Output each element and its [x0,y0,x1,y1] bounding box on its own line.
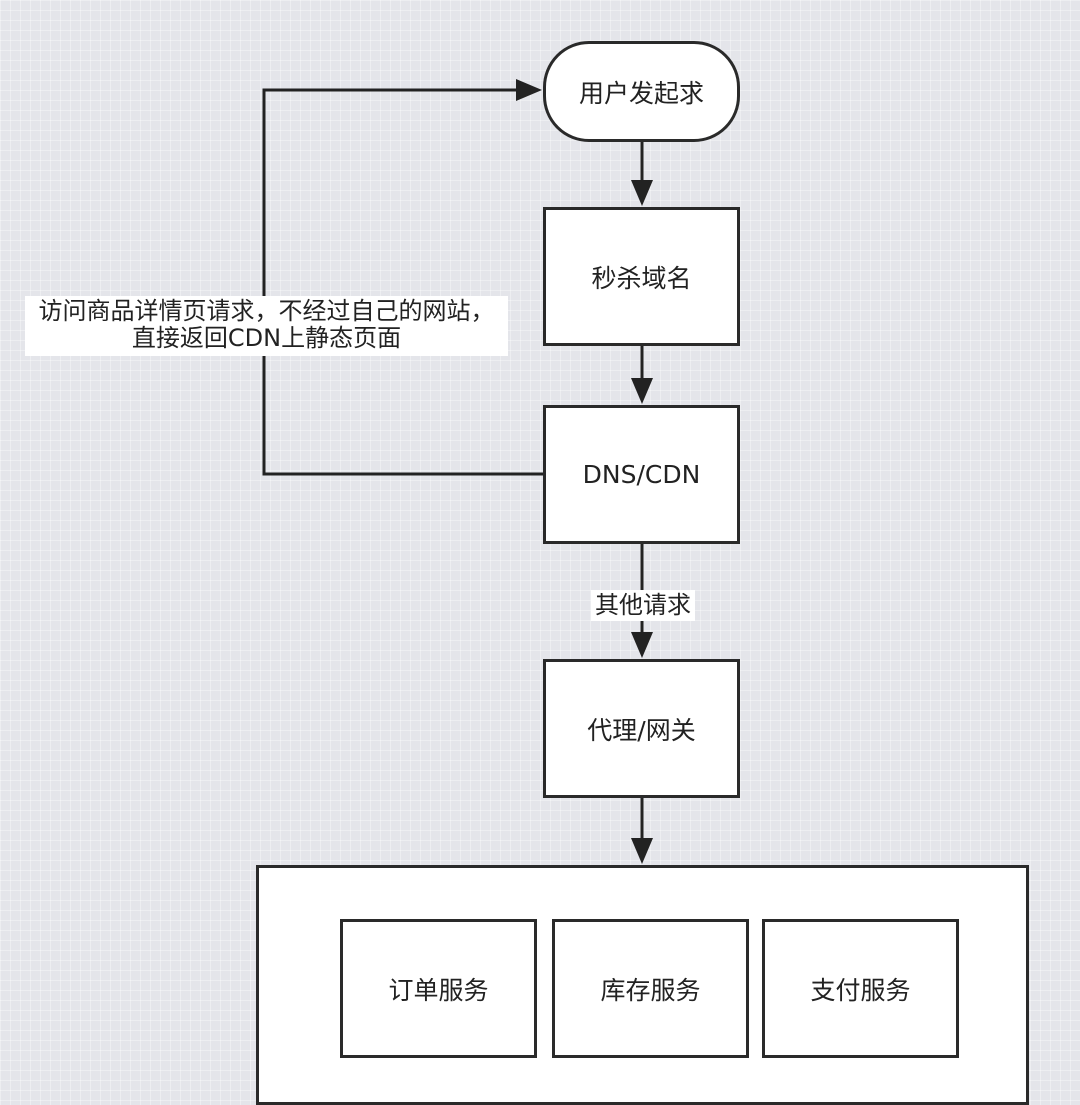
arrowhead-back-to-start [516,79,542,101]
payment-service-label: 支付服务 [810,975,911,1005]
arrowhead-domain-to-dns [631,378,653,404]
seckill-domain-label: 秒杀域名 [591,263,692,293]
inventory-service-node: 库存服务 [552,919,749,1058]
arrow-dns-back-to-start [262,88,543,476]
start-node: 用户发起求 [543,41,740,142]
other-requests-label: 其他请求 [595,591,691,619]
inventory-service-label: 库存服务 [600,975,701,1005]
order-service-label: 订单服务 [388,975,489,1005]
arrowhead-dns-to-proxy [631,632,653,658]
static-page-label-line1: 访问商品详情页请求，不经过自己的网站， [38,297,495,325]
start-node-label: 用户发起求 [578,78,704,108]
proxy-gateway-node: 代理/网关 [543,659,740,798]
static-page-edge-label: 访问商品详情页请求，不经过自己的网站， 直接返回CDN上静态页面 [25,296,508,356]
payment-service-node: 支付服务 [762,919,959,1058]
arrowhead-start-to-domain [631,180,653,206]
order-service-node: 订单服务 [340,919,537,1058]
dns-cdn-node: DNS/CDN [543,405,740,544]
arrowhead-proxy-to-services [631,838,653,864]
dns-cdn-label: DNS/CDN [582,460,701,489]
static-page-label-line2: 直接返回CDN上静态页面 [131,324,402,352]
other-requests-edge-label: 其他请求 [591,590,695,621]
proxy-gateway-label: 代理/网关 [587,715,696,745]
seckill-domain-node: 秒杀域名 [543,207,740,346]
